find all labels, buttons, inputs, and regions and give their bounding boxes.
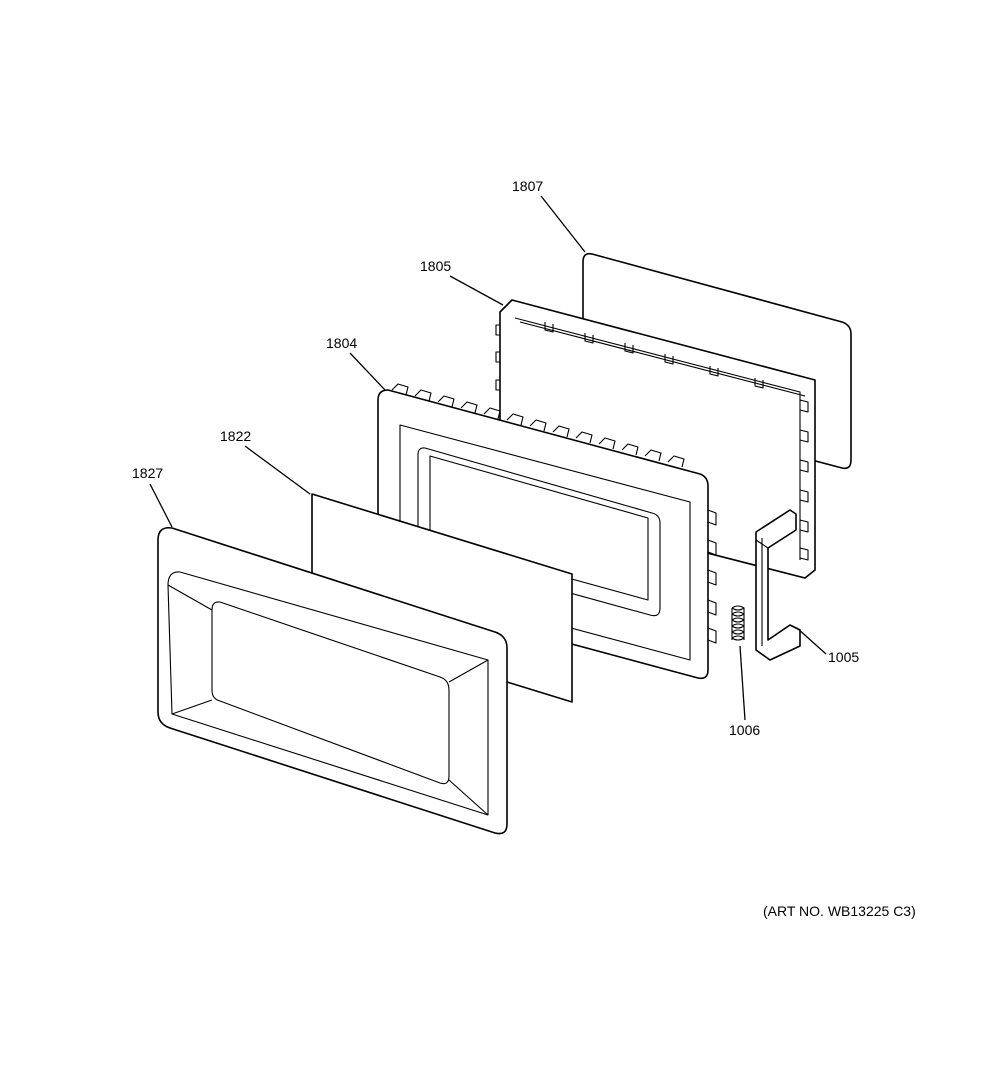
label-1822: 1822 bbox=[220, 428, 251, 444]
label-1804: 1804 bbox=[326, 335, 357, 351]
leader-lines bbox=[149, 195, 827, 721]
leader-1807 bbox=[540, 195, 586, 253]
part-1005-latch[interactable] bbox=[755, 509, 801, 661]
label-1827: 1827 bbox=[132, 465, 163, 481]
leader-1827 bbox=[149, 483, 173, 528]
leader-1005 bbox=[796, 627, 827, 655]
part-1006-spring[interactable] bbox=[731, 605, 745, 641]
label-1807: 1807 bbox=[512, 178, 543, 194]
leader-1822 bbox=[244, 445, 311, 495]
art-number: (ART NO. WB13225 C3) bbox=[763, 903, 916, 919]
leader-1805 bbox=[449, 275, 504, 306]
label-1805: 1805 bbox=[420, 258, 451, 274]
leader-1804 bbox=[349, 352, 386, 391]
label-1006: 1006 bbox=[729, 722, 760, 738]
leader-1006 bbox=[739, 645, 746, 721]
label-1005: 1005 bbox=[828, 649, 859, 665]
part-1827-door-trim[interactable] bbox=[157, 526, 508, 835]
